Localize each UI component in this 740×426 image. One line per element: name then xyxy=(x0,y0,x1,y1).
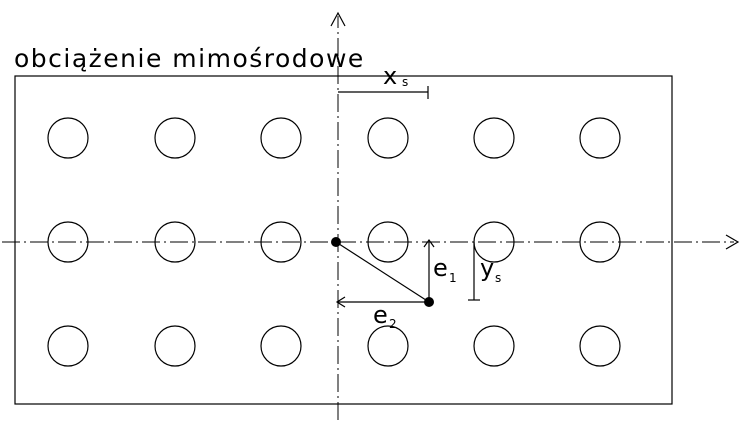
plate-outline xyxy=(14,75,673,405)
ys-label: y s xyxy=(480,254,501,285)
pile-circle xyxy=(367,325,409,367)
horizontal-axis-arrowhead xyxy=(725,234,740,250)
pile-circle xyxy=(154,325,196,367)
pile-circle xyxy=(579,325,621,367)
e2-label-main: e xyxy=(373,301,388,329)
pile-circle xyxy=(154,117,196,159)
pile-circle xyxy=(473,325,515,367)
diagram-title: obciążenie mimośrodowe xyxy=(14,44,365,73)
vertical-axis-arrowhead xyxy=(330,11,346,27)
ys-label-main: y xyxy=(480,254,494,282)
pile-circle xyxy=(260,325,302,367)
load-point xyxy=(424,297,434,307)
pile-circle xyxy=(47,325,89,367)
ys-label-sub: s xyxy=(495,271,501,285)
pile-circle xyxy=(367,117,409,159)
xs-label: x s xyxy=(383,62,408,90)
e1-label: e 1 xyxy=(433,254,457,285)
pile-circle xyxy=(260,117,302,159)
e2-arrowhead xyxy=(335,296,346,308)
e1-label-sub: 1 xyxy=(449,271,457,285)
e2-label-sub: 2 xyxy=(389,317,397,331)
centroid-point xyxy=(331,237,341,247)
eccentricity-line xyxy=(335,241,430,303)
xs-label-main: x xyxy=(383,62,397,90)
pile-circle xyxy=(579,117,621,159)
e1-label-main: e xyxy=(433,254,448,282)
e2-label: e 2 xyxy=(373,301,397,331)
pile-circle xyxy=(47,117,89,159)
pile-circle xyxy=(473,117,515,159)
e1-arrowhead xyxy=(423,238,435,248)
xs-label-sub: s xyxy=(402,75,408,89)
